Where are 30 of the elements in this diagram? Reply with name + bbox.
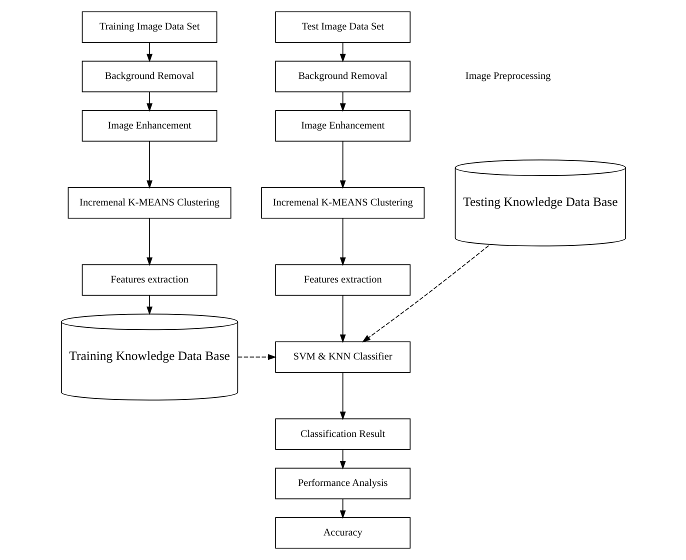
- arrow: [146, 294, 152, 316]
- arrow: [146, 42, 152, 62]
- node-box: Classification Result: [274, 418, 410, 450]
- node-box: Test Image Data Set: [274, 11, 410, 43]
- arrow: [236, 354, 276, 360]
- node-box: Training Image Data Set: [81, 11, 217, 43]
- node-box: SVM & KNN Classifier: [274, 341, 410, 373]
- arrow: [362, 245, 489, 342]
- arrow: [339, 218, 346, 266]
- node-box: Features extraction: [274, 264, 410, 296]
- arrow: [339, 372, 346, 420]
- arrow: [339, 294, 346, 344]
- node-box: Incremenal K-MEANS Clustering: [260, 187, 424, 219]
- arrow: [146, 91, 152, 112]
- node-box: Background Removal: [81, 60, 217, 92]
- arrow: [146, 218, 152, 266]
- node-box: Image Enhancement: [274, 110, 410, 142]
- node-box: Background Removal: [274, 60, 410, 92]
- arrow: [339, 498, 346, 519]
- arrow: [339, 140, 346, 189]
- node-box: Incremenal K-MEANS Clustering: [67, 187, 231, 219]
- node-box: Performance Analysis: [274, 468, 410, 500]
- arrow: [339, 91, 346, 112]
- node-box: Image Enhancement: [81, 110, 217, 142]
- arrow: [339, 42, 346, 62]
- node-box: Accuracy: [274, 517, 410, 549]
- arrow: [339, 449, 346, 470]
- label: Image Preprocessing: [464, 71, 550, 82]
- arrow: [146, 140, 152, 189]
- node-box: Features extraction: [81, 264, 217, 296]
